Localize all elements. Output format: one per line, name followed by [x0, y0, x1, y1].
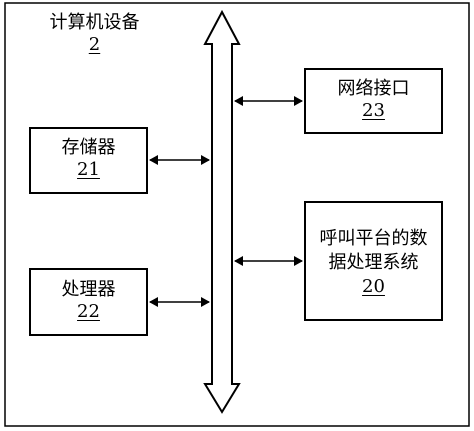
device-title-label: 计算机设备 2: [22, 12, 167, 56]
processor-label: 处理器 22: [30, 279, 147, 323]
network-interface-box: [304, 68, 443, 134]
memory-box: [29, 127, 148, 194]
call-platform-system-line2: 据处理系统: [328, 252, 419, 273]
call-platform-system-box: [304, 201, 443, 321]
processor-box: [29, 268, 148, 336]
memory-label: 存储器 21: [30, 137, 147, 181]
network-interface-name: 网络接口: [337, 78, 410, 99]
system-bus-arrow: [203, 9, 241, 414]
call-platform-system-number: 20: [362, 276, 385, 297]
device-frame: [4, 2, 470, 427]
call-platform-system-label: 呼叫平台的数 据处理系统 20: [305, 227, 442, 299]
memory-number: 21: [77, 159, 100, 180]
processor-name: 处理器: [61, 279, 116, 300]
network-interface-label: 网络接口 23: [305, 78, 442, 122]
call-platform-system-line1: 呼叫平台的数: [319, 228, 428, 249]
device-title: 计算机设备: [49, 12, 140, 33]
network-interface-number: 23: [362, 100, 385, 121]
memory-name: 存储器: [61, 137, 116, 158]
processor-number: 22: [77, 301, 100, 322]
device-number: 2: [88, 34, 101, 55]
